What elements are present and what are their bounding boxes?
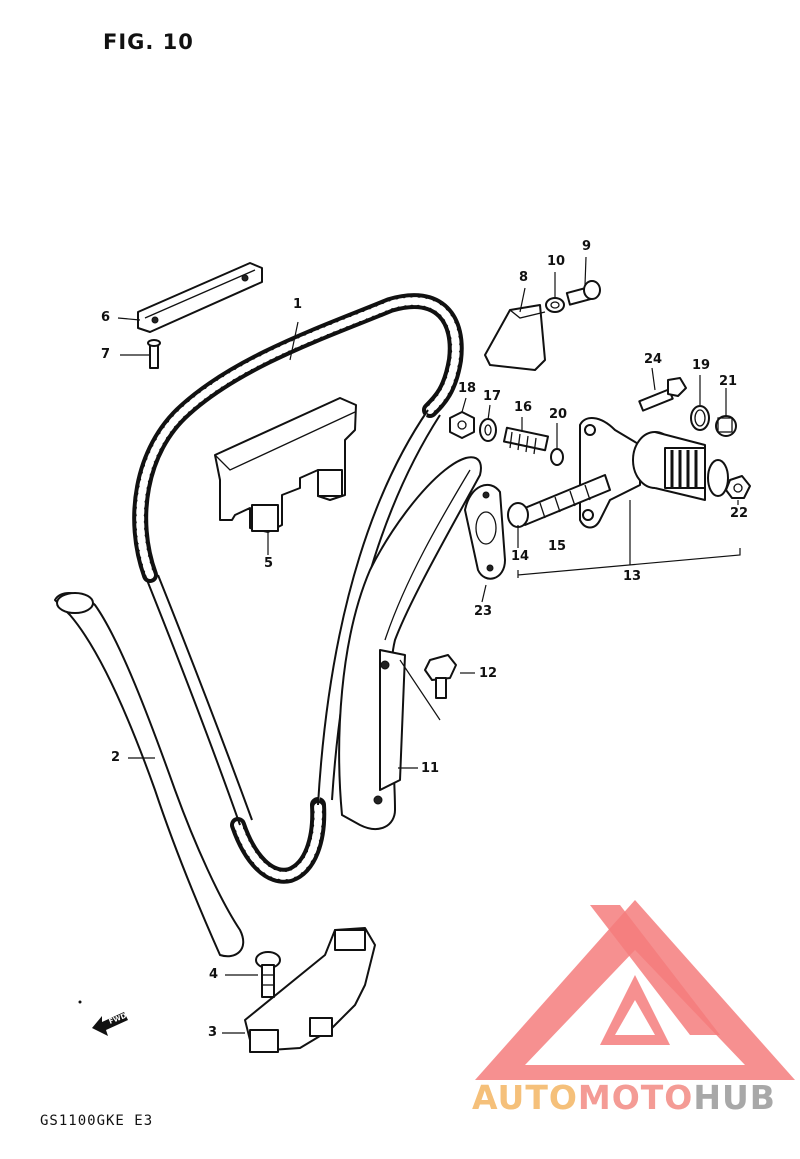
watermark-text: AUTOMOTOHUB: [472, 1078, 776, 1117]
cap-nut-22: [725, 475, 751, 499]
tensioner-stopper: [484, 304, 546, 371]
watermark-auto: AUTO: [472, 1078, 578, 1117]
tensioner-gasket: [464, 483, 506, 580]
ring-20: [550, 448, 564, 466]
callout-19: 19: [692, 358, 711, 373]
callout-8: 8: [519, 270, 529, 285]
group-bracket-13: [517, 500, 741, 578]
callout-17: 17: [483, 389, 502, 404]
callout-12: 12: [479, 666, 498, 681]
bolt-9: [565, 280, 601, 306]
callout-3: 3: [208, 1025, 218, 1040]
callout-24: 24: [644, 352, 663, 367]
callout-15: 15: [548, 539, 567, 554]
watermark-hub: HUB: [693, 1078, 776, 1117]
guide-pin: [120, 339, 161, 369]
callout-5: 5: [264, 556, 274, 571]
callout-21: 21: [719, 374, 738, 389]
lower-guide-bolt: [225, 951, 281, 998]
callout-10: 10: [547, 254, 566, 269]
stud-16: [503, 426, 549, 455]
callout-22: 22: [730, 506, 749, 521]
chain-tensioner-body: [579, 417, 729, 529]
washer-10: [545, 297, 565, 313]
callout-20: 20: [549, 407, 568, 422]
cap-nut-21: [715, 415, 737, 437]
bolt-24: [638, 377, 687, 412]
callout-1: 1: [293, 297, 303, 312]
leader-lines: [117, 256, 739, 1034]
callout-7: 7: [101, 347, 111, 362]
chain-guide-upper: [214, 397, 357, 533]
callout-16: 16: [514, 400, 533, 415]
callout-11: 11: [421, 761, 440, 776]
figure-title: FIG. 10: [103, 30, 194, 54]
watermark-moto: MOTO: [577, 1078, 694, 1117]
callout-2: 2: [111, 750, 121, 765]
chain-tensioner-guide: [338, 456, 482, 830]
washer-17: [479, 418, 497, 442]
callout-4: 4: [209, 967, 219, 982]
forward-arrow-icon: FWD: [78, 1000, 128, 1036]
nut-18: [449, 411, 475, 439]
o-ring-19: [690, 405, 710, 431]
chain-guide-front: [54, 592, 245, 958]
guide-bolt: [399, 654, 457, 721]
callout-14: 14: [511, 549, 530, 564]
triangle-m-logo-icon: [475, 900, 795, 1080]
callout-13: 13: [623, 569, 642, 584]
chain-guide-lower: [244, 927, 376, 1053]
chain-guide-plate: [137, 262, 263, 333]
callout-23: 23: [474, 604, 493, 619]
callout-9: 9: [582, 239, 592, 254]
callout-18: 18: [458, 381, 477, 396]
model-code: GS1100GKE E3: [40, 1113, 154, 1129]
callout-6: 6: [101, 310, 111, 325]
tensioner-pushrod: [507, 474, 611, 528]
